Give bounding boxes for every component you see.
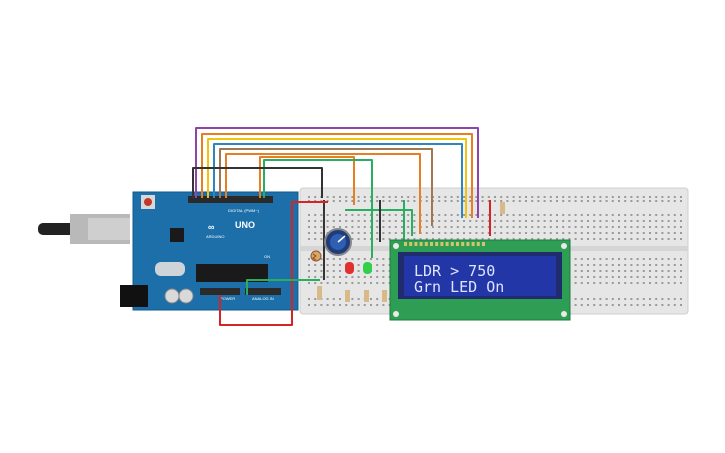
lcd-module: LDR > 750 Grn LED On [389, 239, 571, 321]
wire-green-mid [345, 209, 413, 236]
microcontroller-chip [196, 264, 268, 282]
digital-header [188, 196, 273, 203]
usb-cable [38, 214, 130, 244]
wire-purple [195, 127, 479, 218]
resistors [317, 202, 505, 302]
lcd-line-1: LDR > 750 [414, 262, 495, 280]
red-led [345, 262, 354, 274]
wire-brown [219, 148, 433, 226]
potentiometer[interactable] [324, 228, 352, 256]
wire-blue [213, 143, 463, 218]
wire-orange-pot [259, 156, 355, 205]
board-model: UNO [235, 220, 255, 230]
analog-label: ANALOG IN [252, 296, 274, 301]
analog-header [245, 288, 281, 295]
green-led [363, 262, 372, 274]
lcd-pins [404, 242, 485, 246]
arduino-logo: ∞ [208, 222, 215, 232]
digital-label: DIGITAL (PWM~) [228, 208, 260, 213]
photoresistor [310, 250, 322, 262]
wires [192, 127, 491, 326]
board-brand: ARDUINO [206, 234, 224, 239]
power-label: POWER [220, 296, 235, 301]
on-label: ON [264, 254, 270, 259]
arduino-board: ∞ UNO ARDUINO DIGITAL (PWM~) POWER ANALO… [120, 191, 299, 311]
wire-green-a0 [246, 279, 320, 295]
power-header [200, 288, 240, 295]
wire-red-5v [219, 201, 328, 326]
lcd-screen [404, 256, 556, 296]
wire-orange-mid [225, 153, 421, 234]
wire-black-gnd [192, 167, 323, 198]
wire-orange-top [201, 133, 473, 218]
lcd-line-2: Grn LED On [414, 278, 504, 296]
